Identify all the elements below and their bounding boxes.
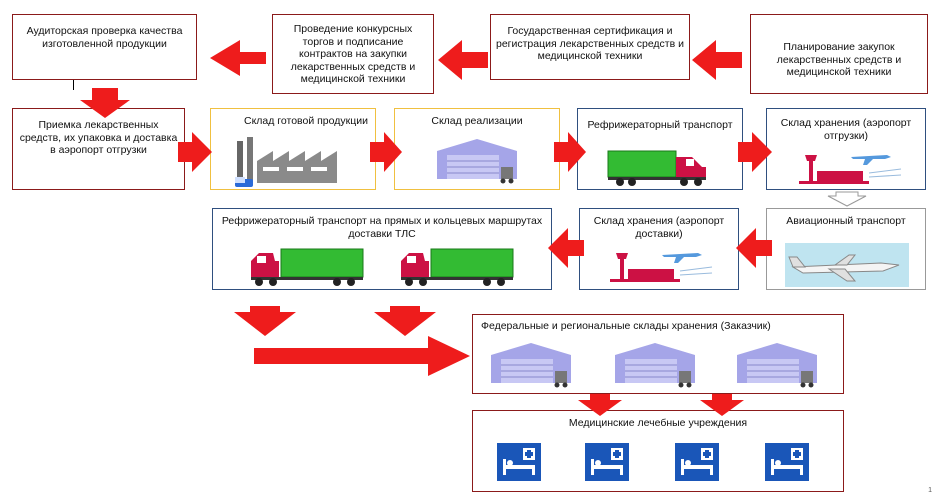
arrow-left-arrival-to-routes (548, 228, 584, 268)
warehouse-icon (615, 343, 695, 388)
warehouse-icon (737, 343, 817, 388)
box-federal-warehouses: Федеральные и региональные склады хранен… (472, 314, 844, 394)
arrow-down-federal-to-medical-1 (578, 394, 622, 416)
arrow-left-air-to-arrival (736, 228, 772, 268)
arrow-left-certification-to-tenders (438, 40, 488, 80)
airport-icon (799, 155, 902, 184)
hospital-bed-icon (585, 443, 629, 481)
truck-icon (401, 248, 514, 286)
box-air-transport: Авиационный транспорт (766, 208, 926, 290)
box-refrigerated-routes-label: Рефрижераторный транспорт на прямых и ко… (221, 215, 543, 240)
arrow-right-transport-to-storage (738, 132, 772, 172)
hospital-bed-icon (497, 443, 541, 481)
arrow-right-acceptance-to-finished (178, 132, 212, 172)
arrow-right-to-federal (254, 336, 470, 376)
warehouse-icon (491, 343, 571, 388)
arrow-down-federal-to-medical-2 (700, 394, 744, 416)
box-finished-goods: Склад готовой продукции (210, 108, 376, 190)
box-refrigerated-transport: Рефрижераторный транспорт (577, 108, 743, 190)
box-finished-goods-label: Склад готовой продукции (244, 115, 368, 127)
box-medical-institutions: Медицинские лечебные учреждения (472, 410, 844, 492)
arrow-down-audit-to-acceptance (80, 88, 130, 118)
truck-icon (251, 248, 364, 286)
page-number: 1 (928, 487, 932, 494)
box-storage-arrival: Склад хранения (аэропорт доставки) (579, 208, 739, 290)
box-certification: Государственная сертификация и регистрац… (490, 14, 690, 80)
airplane-icon (785, 243, 909, 287)
box-air-transport-label: Авиационный транспорт (786, 215, 906, 227)
box-refrigerated-transport-label: Рефрижераторный транспорт (587, 119, 733, 131)
box-storage-departure: Склад хранения (аэропорт отгрузки) (766, 108, 926, 190)
box-audit: Аудиторская проверка качества изготовлен… (12, 14, 197, 80)
box-audit-label: Аудиторская проверка качества изготовлен… (26, 25, 183, 50)
box-tenders-label: Проведение конкурсных торгов и подписани… (290, 23, 416, 85)
arrow-left-planning-to-certification (692, 40, 742, 80)
arrow-left-tenders-to-audit (210, 40, 266, 76)
truck-icon (607, 150, 706, 186)
arrow-right-sales-to-transport (554, 132, 586, 172)
box-federal-warehouses-label: Федеральные и региональные склады хранен… (481, 320, 771, 332)
airport-icon (610, 253, 713, 282)
box-planning-label: Планирование закупок лекарственных средс… (776, 41, 902, 78)
connector-line (73, 80, 74, 90)
box-certification-label: Государственная сертификация и регистрац… (496, 25, 684, 62)
box-acceptance-label: Приемка лекарственных средств, их упаков… (19, 119, 178, 156)
box-storage-departure-label: Склад хранения (аэропорт отгрузки) (780, 117, 912, 142)
box-storage-arrival-label: Склад хранения (аэропорт доставки) (593, 215, 725, 240)
factory-icon (235, 137, 337, 187)
box-sales-warehouse-label: Склад реализации (431, 115, 523, 127)
arrow-down-storage-to-air (827, 191, 867, 207)
box-acceptance: Приемка лекарственных средств, их упаков… (12, 108, 185, 190)
arrow-down-routes-2 (374, 306, 436, 336)
hospital-bed-icon (675, 443, 719, 481)
box-medical-institutions-label: Медицинские лечебные учреждения (568, 417, 748, 429)
box-refrigerated-routes: Рефрижераторный транспорт на прямых и ко… (212, 208, 552, 290)
box-tenders: Проведение конкурсных торгов и подписани… (272, 14, 434, 94)
hospital-bed-icon (765, 443, 809, 481)
warehouse-icon (437, 139, 517, 184)
arrow-down-routes-1 (234, 306, 296, 336)
arrow-right-finished-to-sales (370, 132, 402, 172)
box-planning: Планирование закупок лекарственных средс… (750, 14, 928, 94)
box-sales-warehouse: Склад реализации (394, 108, 560, 190)
